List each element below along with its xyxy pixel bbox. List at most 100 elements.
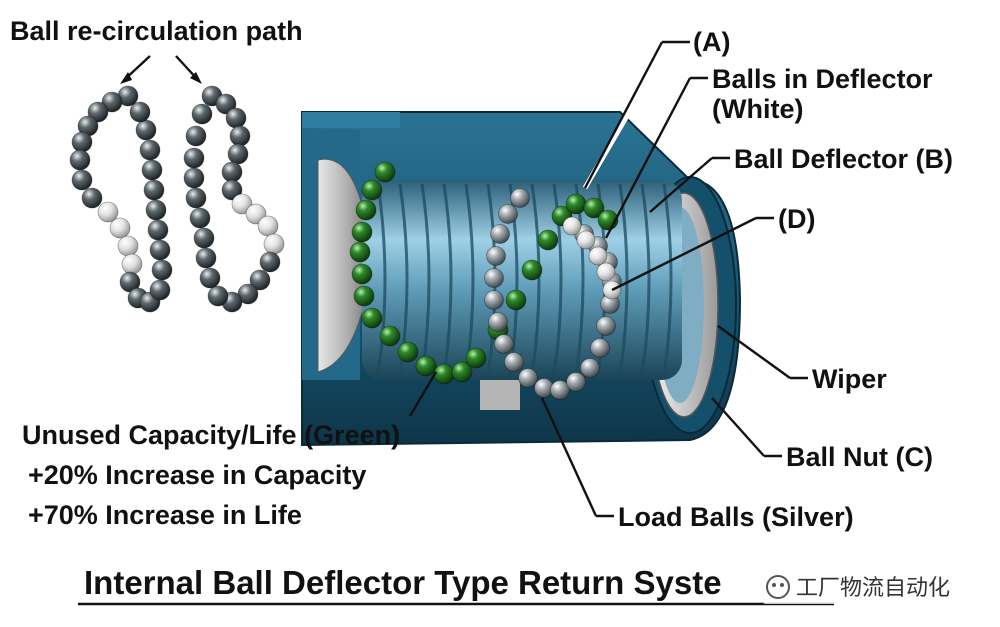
- leader-ball-nut-diag: [711, 397, 765, 457]
- label-ball-deflector-b: Ball Deflector (B): [734, 144, 953, 174]
- dark-ball: [71, 169, 93, 191]
- wechat-icon: [766, 575, 790, 599]
- green-ball: [349, 241, 371, 263]
- dark-ball: [145, 199, 167, 221]
- leader-lines: [120, 40, 808, 518]
- thread-groove: [662, 183, 673, 377]
- dark-ball: [185, 187, 207, 209]
- label-life-increase: +70% Increase in Life: [28, 500, 302, 530]
- label-load-balls: Load Balls (Silver): [618, 502, 854, 532]
- dark-ball: [221, 161, 243, 183]
- green-ball: [465, 347, 487, 369]
- dark-ball: [81, 187, 103, 209]
- nut-balls: [349, 161, 622, 400]
- dark-ball: [229, 125, 251, 147]
- dark-ball: [191, 103, 213, 125]
- dark-ball: [141, 159, 163, 181]
- silver-ball: [596, 316, 616, 336]
- dark-ball: [183, 167, 205, 189]
- thread-groove: [552, 183, 563, 377]
- silver-ball: [510, 188, 530, 208]
- dark-ball: [135, 119, 157, 141]
- diagram-title: Internal Ball Deflector Type Return Syst…: [84, 564, 722, 601]
- green-ball: [353, 285, 375, 307]
- green-ball: [397, 341, 419, 363]
- leader-d-diag: [611, 216, 757, 292]
- label-recirc-path: Ball re-circulation path: [10, 16, 303, 46]
- dark-ball: [143, 179, 165, 201]
- dark-ball: [147, 219, 169, 241]
- dark-ball: [149, 279, 171, 301]
- green-ball: [521, 259, 543, 281]
- dark-ball: [183, 147, 205, 169]
- dark-ball: [149, 239, 171, 261]
- recirc-arrowhead-right: [190, 72, 202, 84]
- green-ball: [451, 361, 473, 383]
- green-ball: [505, 289, 527, 311]
- white-ball: [117, 235, 139, 257]
- silver-ball: [484, 268, 504, 288]
- leader-unused: [408, 371, 438, 417]
- green-ball: [583, 197, 605, 219]
- silver-ball: [590, 338, 610, 358]
- label-capacity-increase: +20% Increase in Capacity: [28, 460, 366, 490]
- green-ball: [374, 161, 396, 183]
- thread-groove: [530, 183, 541, 377]
- label-balls-in-deflector: Balls in Deflector: [712, 64, 933, 94]
- silver-ball: [484, 290, 504, 310]
- leader-deflector-b-diag: [649, 157, 713, 213]
- dark-ball: [227, 143, 249, 165]
- dark-ball: [207, 285, 229, 307]
- dark-ball: [87, 101, 109, 123]
- label-a: (A): [693, 27, 730, 57]
- silver-ball: [494, 334, 514, 354]
- watermark: 工厂物流自动化: [762, 570, 984, 604]
- dark-ball: [69, 149, 91, 171]
- white-ball: [121, 253, 143, 275]
- green-ball: [351, 221, 373, 243]
- green-ball: [355, 199, 377, 221]
- silver-ball: [488, 312, 508, 332]
- white-ball: [596, 262, 616, 282]
- white-ball: [588, 246, 608, 266]
- thread-groove: [640, 183, 651, 377]
- dark-ball: [101, 91, 123, 113]
- thread-groove: [420, 183, 431, 377]
- dark-ball: [185, 125, 207, 147]
- dark-ball: [199, 267, 221, 289]
- dark-ball: [215, 93, 237, 115]
- label-balls-in-deflector-white: (White): [712, 94, 803, 124]
- silver-ball: [566, 372, 586, 392]
- green-ball: [415, 355, 437, 377]
- leader-wiper-diag: [717, 325, 791, 379]
- green-ball: [537, 229, 559, 251]
- dark-ball: [225, 107, 247, 129]
- silver-ball: [486, 246, 506, 266]
- thread-groove: [376, 183, 387, 377]
- silver-ball: [490, 224, 510, 244]
- white-ball: [257, 215, 279, 237]
- dark-ball: [189, 207, 211, 229]
- dark-ball: [151, 259, 173, 281]
- dark-ball: [249, 269, 271, 291]
- dark-ball: [139, 139, 161, 161]
- dark-ball: [259, 251, 281, 273]
- green-ball: [565, 193, 587, 215]
- white-ball: [231, 193, 253, 215]
- dark-ball: [193, 227, 215, 249]
- white-ball: [263, 233, 285, 255]
- dark-ball: [71, 131, 93, 153]
- leader-balls-deflector-diag: [604, 77, 692, 239]
- label-wiper: Wiper: [812, 364, 887, 394]
- silver-ball: [498, 204, 518, 224]
- dark-ball: [129, 101, 151, 123]
- silver-ball: [518, 368, 538, 388]
- watermark-text: 工厂物流自动化: [796, 576, 950, 601]
- silver-ball: [550, 380, 570, 400]
- white-ball: [109, 217, 131, 239]
- green-ball: [379, 325, 401, 347]
- thread-groove: [442, 183, 453, 377]
- green-ball: [361, 179, 383, 201]
- recirculation-path-balls: [69, 85, 285, 313]
